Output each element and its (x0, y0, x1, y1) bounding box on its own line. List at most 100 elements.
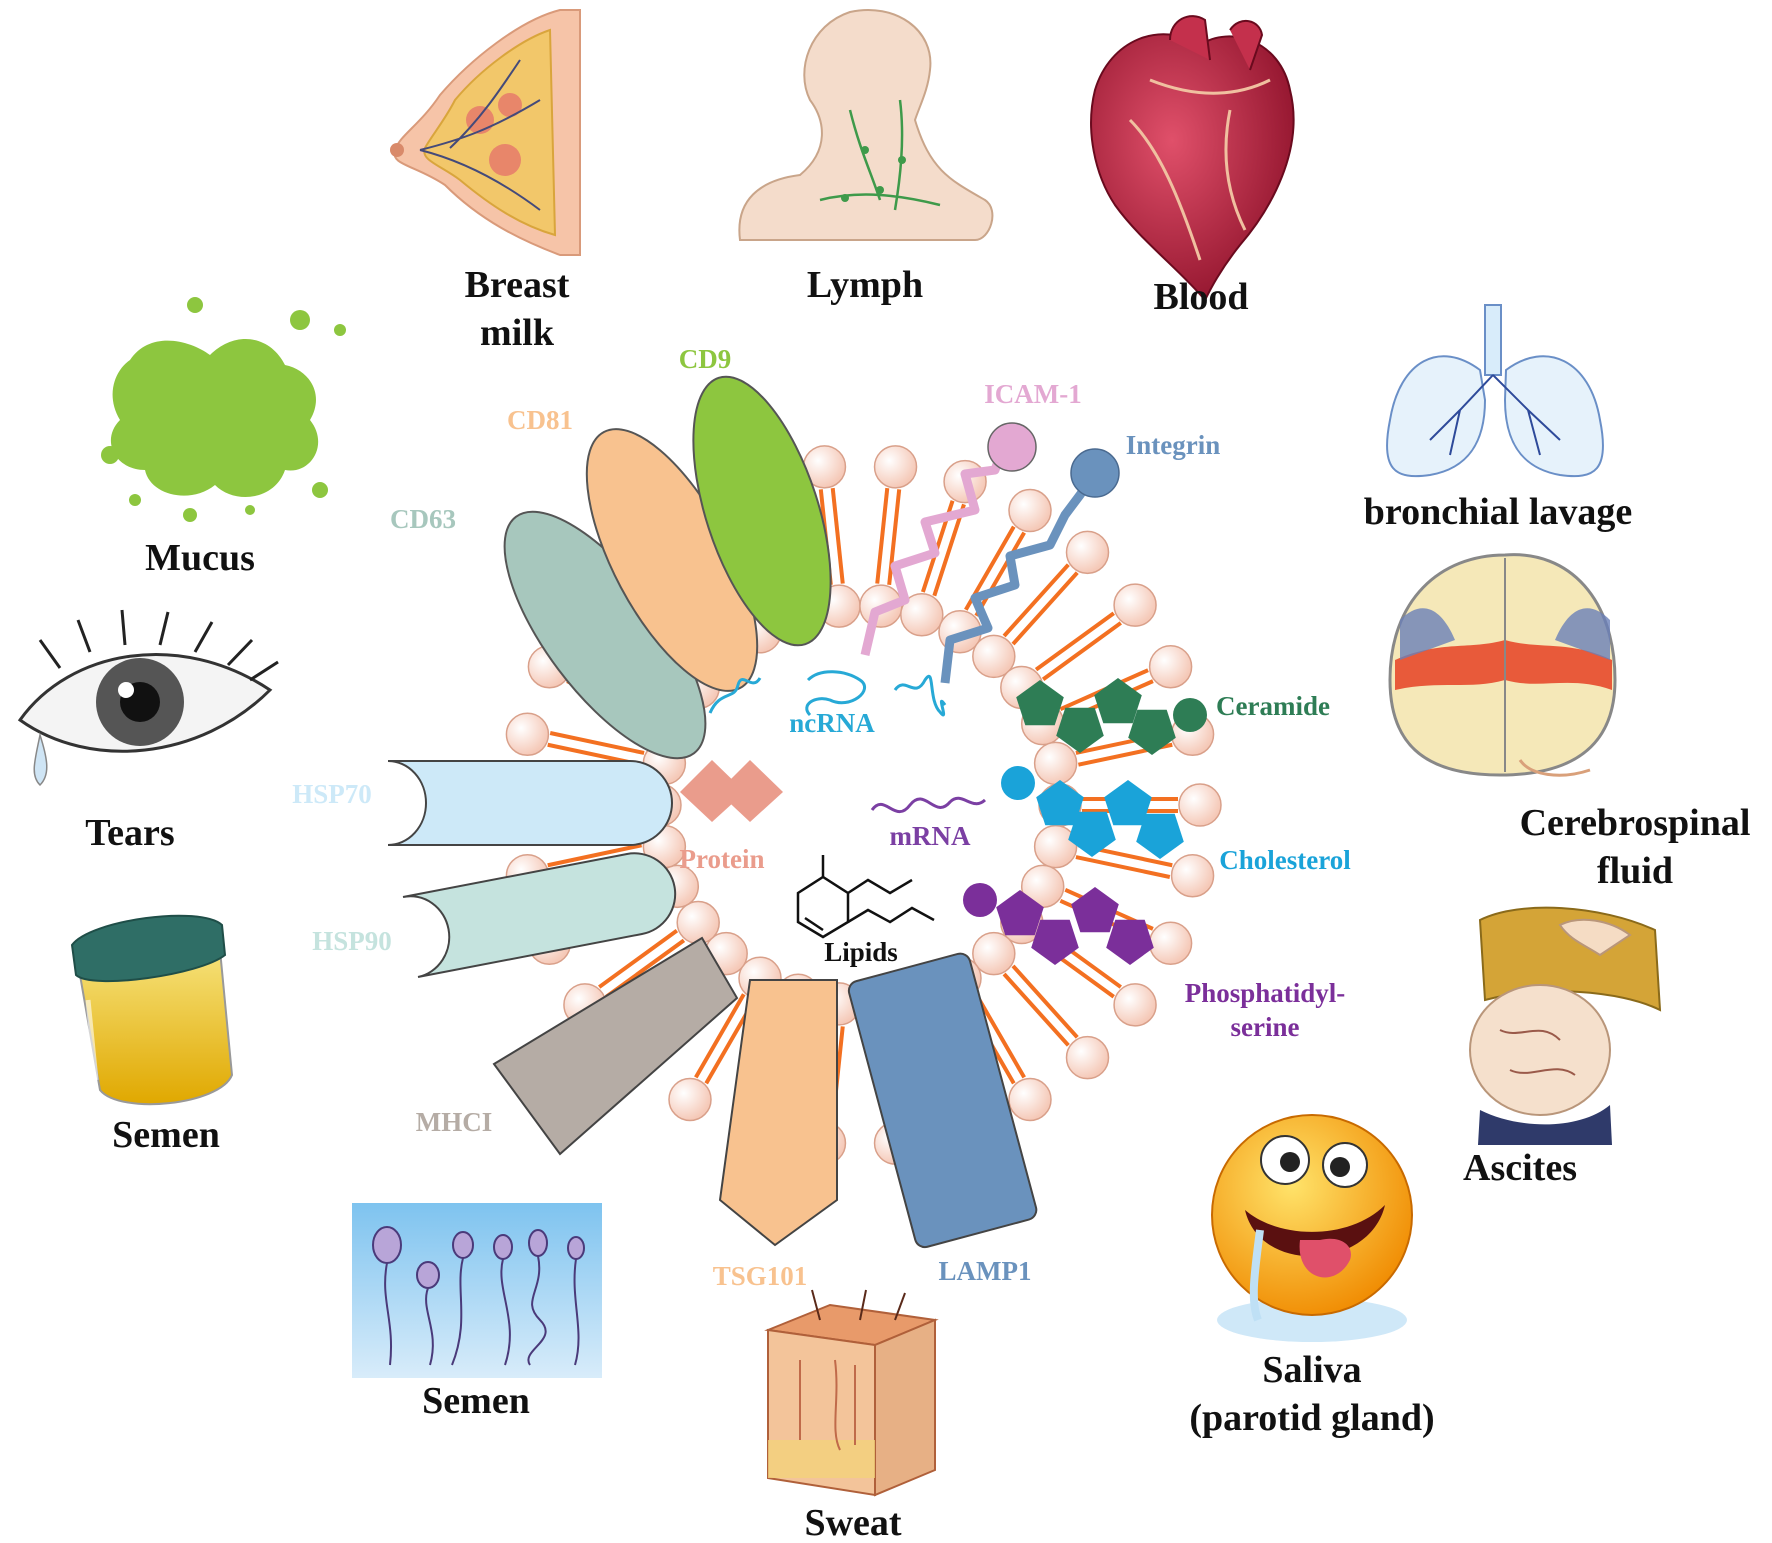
cholesterol-molecule (1001, 766, 1184, 859)
lipid-head (972, 634, 1016, 679)
protein-cargo (680, 760, 783, 822)
lipid-tail (830, 487, 845, 584)
hsp70-protein (387, 760, 673, 846)
ncrna-label: ncRNA (789, 708, 875, 738)
lipid-tail (549, 731, 645, 755)
pentagon-ring (1056, 707, 1104, 753)
breast-milk-label-line2: milk (480, 312, 555, 354)
lipid-tail (974, 531, 1026, 617)
lymph-nodes-neck-illustration (738, 9, 994, 241)
lipid-tail (1041, 621, 1122, 681)
lipid-tail (1011, 571, 1079, 646)
phosphatidylserine-molecule (963, 883, 1154, 965)
breast-anatomy-illustration (390, 9, 581, 256)
pentagon-ring (1128, 709, 1176, 755)
lipid-tail (598, 929, 679, 989)
bronchial-lavage-label: bronchial lavage (1364, 491, 1633, 533)
brain-illustration (1388, 553, 1617, 777)
ceramide-label: Ceramide (1216, 691, 1330, 721)
lipid-head (505, 712, 550, 757)
lipid-tail (1002, 972, 1070, 1047)
lipid-tail (1075, 855, 1171, 879)
lipid-tail (974, 993, 1026, 1079)
lipid-head (1065, 530, 1110, 575)
tsg101-protein (718, 979, 838, 1247)
lipid-head (1113, 983, 1157, 1027)
lipid-tail (932, 503, 966, 597)
pentagon-ring (1104, 780, 1152, 826)
integrin-label: Integrin (1126, 430, 1221, 460)
lipid-head (873, 445, 918, 489)
lipid-molecule-structure (796, 855, 935, 939)
mhci-label: MHCI (416, 1107, 493, 1137)
breast-milk-label-line1: Breast (465, 264, 570, 306)
pentagon-ring (1016, 680, 1064, 726)
sweat-label: Sweat (804, 1502, 901, 1543)
sperm-cells-illustration (352, 1203, 602, 1378)
cerebrospinal-fluid-label-line1: Cerebrospinal (1520, 802, 1751, 844)
ascites-label: Ascites (1463, 1147, 1577, 1189)
lipid-tail (1011, 964, 1079, 1039)
pentagon-ring (1094, 678, 1142, 724)
phosphatidylserine-label-line2: serine (1231, 1012, 1300, 1042)
semen-label-sperm: Semen (422, 1380, 530, 1422)
pentagon-ring (1071, 887, 1119, 933)
specimen-cup-illustration (70, 914, 234, 1106)
lipid-head (1148, 644, 1193, 689)
integrin-protein (940, 448, 1120, 684)
lungs-illustration (1385, 304, 1605, 478)
lipid-head (1008, 488, 1052, 533)
saliva-label-line1: Saliva (1262, 1349, 1361, 1391)
heart-illustration (1090, 15, 1295, 302)
pentagon-ring (1106, 919, 1154, 965)
icam1-protein (860, 422, 1037, 657)
lymph-label: Lymph (807, 264, 923, 306)
cd9-label: CD9 (679, 344, 732, 374)
ncrna-strands (708, 670, 947, 717)
pentagon-ring (1036, 780, 1084, 826)
hsp90-protein (402, 852, 677, 978)
head-group (1173, 698, 1207, 732)
lamp1-protein (847, 952, 1038, 1249)
lipid-head (1170, 853, 1215, 898)
saliva-label-line2: (parotid gland) (1189, 1397, 1434, 1439)
tsg101-label: TSG101 (713, 1261, 808, 1291)
lipid-head (1033, 824, 1078, 869)
cd81-label: CD81 (507, 405, 573, 435)
protein-label: Protein (680, 844, 765, 874)
drooling-emoji-illustration (1211, 1114, 1413, 1342)
lipid-head (1065, 1035, 1110, 1080)
lipid-tail (694, 993, 746, 1079)
head-group (1001, 766, 1035, 800)
lipid-head (1113, 583, 1157, 627)
skin-cross-section-illustration (764, 1289, 939, 1497)
lipid-head (676, 900, 720, 945)
lipid-head (900, 593, 944, 637)
pentagon-ring (1136, 813, 1184, 859)
ceramide-molecule (1016, 678, 1207, 755)
mrna-label: mRNA (890, 821, 971, 851)
lipid-head (1033, 741, 1078, 786)
pentagon-ring (1068, 811, 1116, 857)
lipid-head (1148, 921, 1193, 966)
lipid-tail (1002, 563, 1070, 638)
lipid-head (668, 1077, 712, 1122)
cerebrospinal-fluid-label-line2: fluid (1597, 850, 1673, 892)
phosphatidylserine-label-line1: Phosphatidyl- (1185, 978, 1346, 1008)
splash-illustration (101, 297, 346, 522)
lipid-head (1008, 1077, 1052, 1122)
icam1-label: ICAM-1 (984, 379, 1081, 409)
lipid-head (1178, 783, 1222, 827)
lipids-label: Lipids (824, 937, 898, 967)
lamp1-label: LAMP1 (939, 1256, 1032, 1286)
crying-eye-illustration (17, 609, 279, 787)
cholesterol-label: Cholesterol (1219, 845, 1351, 875)
lipid-tail (875, 487, 890, 584)
pentagon-ring (1031, 919, 1079, 965)
mrna-strand (870, 796, 987, 813)
lipid-tail (547, 843, 643, 868)
semen-label-cup: Semen (112, 1114, 220, 1156)
hsp70-label: HSP70 (292, 779, 372, 809)
head-group (963, 883, 997, 917)
